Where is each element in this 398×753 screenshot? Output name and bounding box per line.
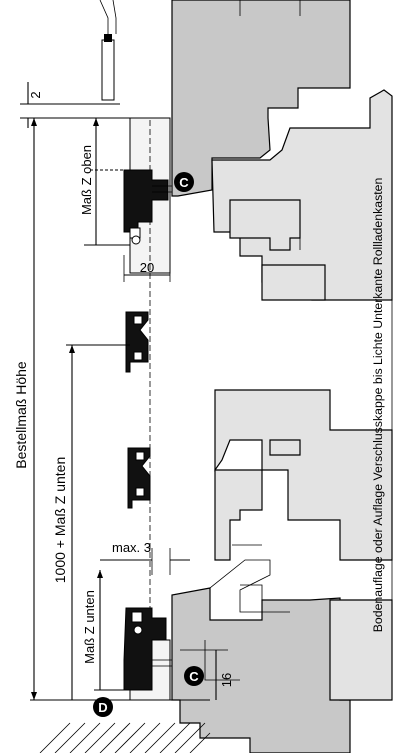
lower-wall xyxy=(171,587,393,753)
z-top-label: Maß Z oben xyxy=(79,145,94,215)
top-pipe xyxy=(99,0,117,101)
lower-frame-profile xyxy=(214,389,393,561)
marker-d: D xyxy=(93,697,113,717)
bottom-offset-label: 16 xyxy=(219,673,234,687)
top-end-profile xyxy=(123,169,172,245)
sill-bracket xyxy=(204,559,290,681)
slat-profile-1 xyxy=(125,311,149,373)
upper-frame-profile xyxy=(211,89,393,301)
right-side-label: Bodenauflage oder Auflage Verschlusskapp… xyxy=(371,178,385,633)
bottom-end-profile xyxy=(123,607,172,691)
svg-text:C: C xyxy=(189,669,199,684)
profile-width-label: 20 xyxy=(140,260,154,275)
top-gap-label: 2 xyxy=(28,91,43,98)
svg-text:D: D xyxy=(98,700,107,715)
dimension-lines xyxy=(20,82,228,700)
z-bottom-plus-label: 1000 + Maß Z unten xyxy=(52,457,68,583)
slat-profile-2 xyxy=(127,447,151,509)
z-bottom-label: Maß Z unten xyxy=(82,590,97,664)
upper-wall xyxy=(171,0,351,197)
svg-text:C: C xyxy=(179,175,189,190)
order-height-label: Bestellmaß Höhe xyxy=(13,361,29,469)
marker-c-top: C xyxy=(174,172,194,192)
max-gap-label: max. 3 xyxy=(112,540,151,555)
marker-c-bottom: C xyxy=(184,666,204,686)
floor-hatching xyxy=(30,699,211,753)
